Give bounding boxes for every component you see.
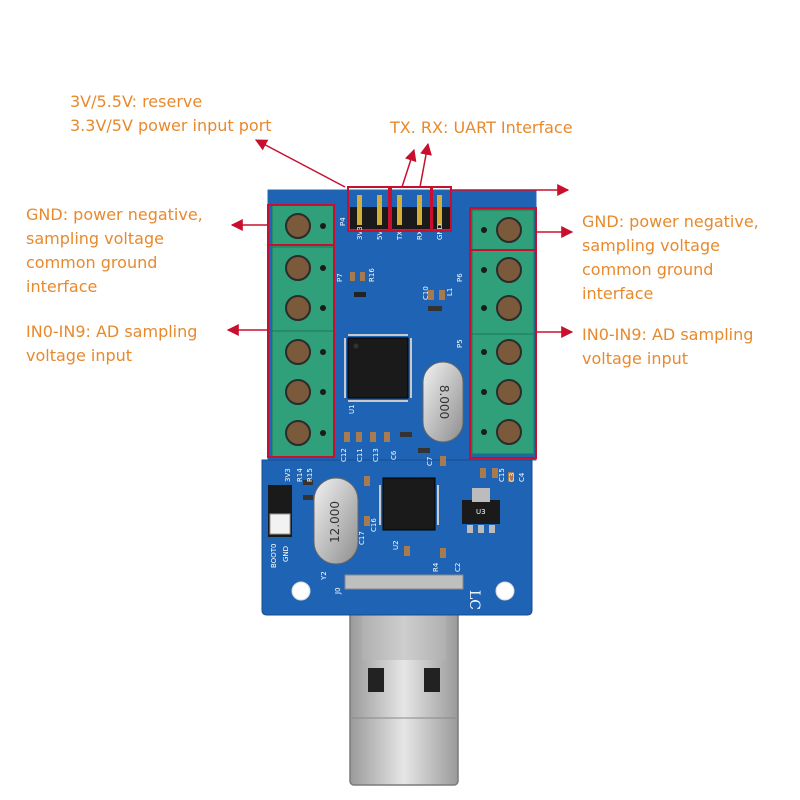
silk-pin-rx: RX [416,230,424,240]
silk-c13: C13 [372,448,380,462]
mcu-chip [344,334,412,402]
mount-hole-right [495,581,515,601]
crystal-12mhz: 12.000 [313,477,359,565]
callout-gnd-left-line3: common ground [26,253,158,272]
callout-gnd-left: GND: power negative, sampling voltage co… [26,203,203,299]
callout-power-reserve: 3V/5.5V: reserve 3.3V/5V power input por… [70,90,272,138]
voltage-regulator [462,488,500,533]
callout-in-left-line1: IN0-IN9: AD sampling [26,322,198,341]
callout-in-left: IN0-IN9: AD sampling voltage input [26,320,197,368]
left-terminal-blocks [271,204,335,458]
arrow-uart-1 [401,148,417,188]
silk-c12: C12 [340,448,348,462]
silk-c16: C16 [370,518,378,532]
silk-c11: C11 [356,448,364,462]
silk-l1: L1 [446,288,454,296]
usb-connector-base [344,574,464,590]
callout-gnd-right-line1: GND: power negative, [582,212,759,231]
usb-window-right [424,668,440,692]
left-screws [285,213,311,446]
callout-gnd-right-line4: interface [582,284,654,303]
silk-p6: P6 [456,273,464,282]
pin-header [350,195,450,229]
crystal-8mhz-label: 8.000 [437,385,451,419]
silk-c3: C3 [508,473,516,482]
silk-c10: C10 [422,286,430,300]
callout-gnd-right-line2: sampling voltage [582,236,720,255]
callout-uart-text: TX. RX: UART Interface [390,118,573,137]
callout-in-right-line2: voltage input [582,349,689,368]
callout-gnd-left-line1: GND: power negative, [26,205,203,224]
silk-v33: 3V3 [284,468,292,482]
silk-p7: P7 [336,273,344,282]
silk-pin-5v: 5V [376,231,384,240]
callout-gnd-left-line2: sampling voltage [26,229,164,248]
highlight-power-pins [347,186,390,232]
silk-u2: U2 [392,540,400,550]
silk-c17: C17 [358,531,366,545]
silk-u3: U3 [476,508,486,516]
silk-lc-logo: LC [466,590,482,610]
silkscreen-labels: 3V3 5V TX RX GND P4 P7 R16 P6 C10 L1 P5 … [270,217,526,610]
silk-c6: C6 [390,450,398,460]
silk-c15: C15 [498,468,506,482]
usb-window-left [368,668,384,692]
silk-p4: P4 [339,217,347,226]
crystal-8mhz: 8.000 [422,361,464,443]
silk-r14: R14 [296,468,304,482]
highlight-gnd-pin [431,186,452,232]
highlight-right-inputs [469,249,537,459]
callout-gnd-left-line4: interface [26,277,98,296]
boot-jumper [268,485,292,537]
crystal-12mhz-label: 12.000 [328,501,342,543]
silk-c4: C4 [518,472,526,482]
callout-power-reserve-line2: 3.3V/5V power input port [70,116,272,135]
silk-pin-3v3: 3V3 [356,226,364,240]
silk-c2: C2 [454,563,462,572]
callout-in-right-line1: IN0-IN9: AD sampling [582,325,754,344]
right-terminal-blocks [471,209,535,455]
silk-u1: U1 [348,404,356,414]
callout-gnd-right-line3: common ground [582,260,714,279]
silk-c7: C7 [426,457,434,466]
silk-gnd: GND [282,546,290,562]
callout-arrows [226,139,574,338]
right-screws [496,217,522,445]
mount-hole-left [291,581,311,601]
left-terminal-holes [320,223,326,436]
arrow-power [254,139,346,188]
silk-r16: R16 [368,268,376,282]
smd-components [303,272,514,558]
silk-r4: R4 [432,562,440,572]
silk-y2: Y2 [320,571,328,581]
silk-r15: R15 [306,468,314,482]
silk-pin-tx: TX [396,231,404,241]
callout-power-reserve-line1: 3V/5.5V: reserve [70,92,203,111]
silk-boot0: BOOT0 [270,544,278,568]
right-terminal-holes [481,227,487,435]
callout-uart: TX. RX: UART Interface [390,116,573,140]
usb-ic [379,477,439,531]
callout-in-left-line2: voltage input [26,346,133,365]
callout-in-right: IN0-IN9: AD sampling voltage input [582,323,753,371]
silk-p5: P5 [456,339,464,348]
callout-gnd-right: GND: power negative, sampling voltage co… [582,210,759,306]
arrow-uart-2 [419,142,432,188]
silk-j0: J0 [334,587,342,595]
highlight-left-inputs [267,244,335,458]
